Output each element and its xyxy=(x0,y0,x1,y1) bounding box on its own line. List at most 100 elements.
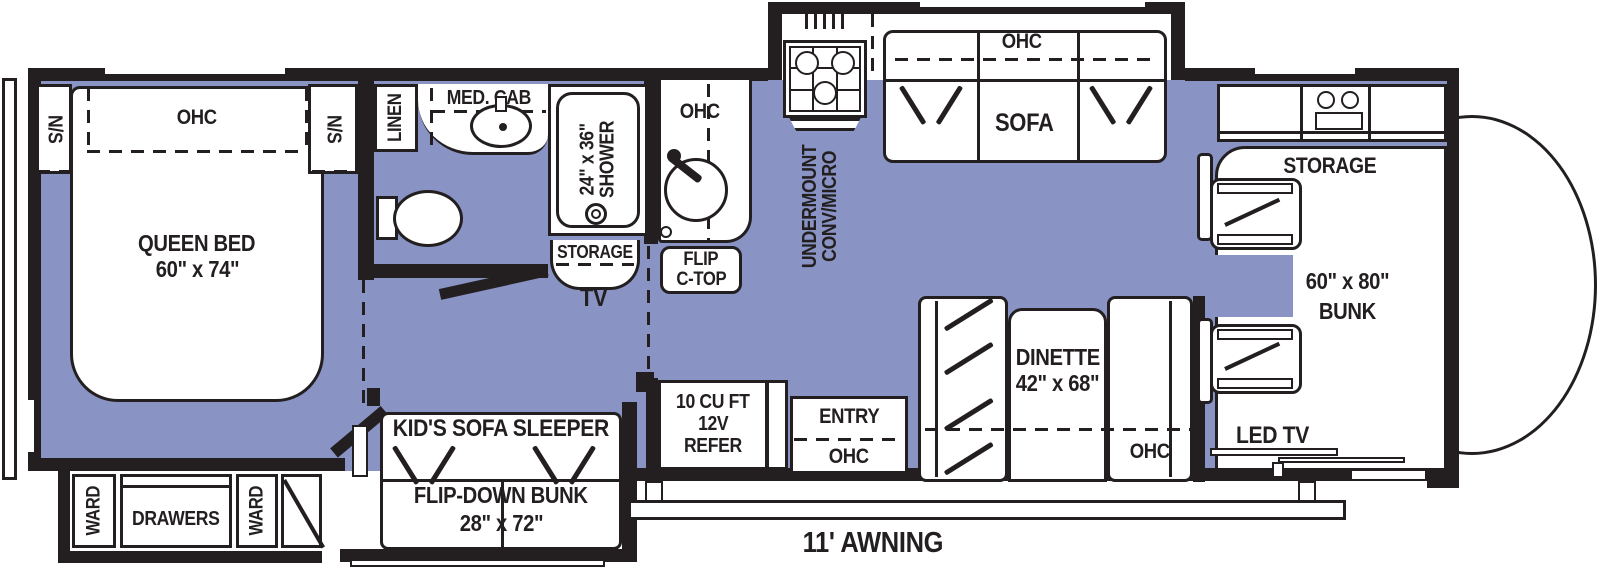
dinette-bench-left xyxy=(918,296,1008,482)
entry-label: ENTRY xyxy=(818,405,880,429)
bunk-label-2: BUNK xyxy=(1318,298,1376,325)
range-grate xyxy=(789,46,861,112)
kids-sofa-label: KID'S SOFA SLEEPER xyxy=(392,414,610,442)
bench-mark-4 xyxy=(943,441,994,476)
front-cabinets xyxy=(1217,84,1447,142)
bench-mark-3 xyxy=(943,397,994,432)
hall-tv xyxy=(352,425,368,477)
rear-bumper xyxy=(2,78,17,480)
driver-armrest-top xyxy=(1217,183,1293,194)
cab-floor-gap xyxy=(1215,255,1293,317)
awning-bar xyxy=(628,500,1346,520)
dinette-ohc-label: OHC xyxy=(1129,440,1171,464)
shower-inner xyxy=(556,92,640,228)
awning-arm-left xyxy=(645,481,663,502)
slideout-wall-right xyxy=(1171,2,1185,80)
dinette-label-1: DINETTE xyxy=(1015,344,1100,371)
drawers-label: DRAWERS xyxy=(132,507,220,530)
bath-drain xyxy=(499,123,507,131)
dinette-bench-right xyxy=(1107,296,1193,482)
bed-ohc-dash-right xyxy=(305,88,308,152)
wall-bottom-bedroom xyxy=(40,458,345,471)
wall-kids-bottom xyxy=(340,549,637,562)
wall-front xyxy=(1447,68,1459,488)
sofa xyxy=(883,30,1167,163)
wall-refer-left xyxy=(646,378,658,470)
bath-storage-label: STORAGE xyxy=(557,241,633,262)
refer-label-3: REFER xyxy=(684,434,742,457)
front-sink-bowl-1 xyxy=(1317,91,1335,109)
cab-front-outline xyxy=(1459,80,1599,520)
front-sink-bowl-2 xyxy=(1341,91,1359,109)
passenger-seat xyxy=(1210,324,1302,394)
wall-bath-left xyxy=(358,80,374,280)
wardrobe-left-label: WARD xyxy=(83,486,105,536)
bunk-label-1: 60" x 80" xyxy=(1305,268,1389,295)
linen-cabinet xyxy=(374,84,418,152)
range-vent-3 xyxy=(823,14,826,29)
slideout-wall-left xyxy=(768,2,782,80)
kitchen-ohc-label: OHC xyxy=(679,100,721,124)
refrigerator xyxy=(658,380,768,470)
entry-cabinet xyxy=(790,396,908,474)
sofa-divider-1 xyxy=(977,33,980,160)
med-cab-label: MED. CAB xyxy=(446,86,532,109)
sofa-label: SOFA xyxy=(994,109,1054,138)
med-cab-dash-left xyxy=(430,88,433,146)
range-grid-v1 xyxy=(812,46,814,112)
flip-countertop xyxy=(660,246,742,294)
range-cooktop xyxy=(783,40,867,118)
kids-slide-step xyxy=(350,559,605,567)
range-grid-h1 xyxy=(789,67,861,69)
tv-label: TV xyxy=(580,284,608,313)
bedroom-ohc-label: OHC xyxy=(176,106,218,130)
bed-ohc-dash-bottom xyxy=(87,150,307,153)
front-cabinet-divider-2 xyxy=(1368,87,1371,139)
led-tv-shelf xyxy=(1278,457,1405,463)
range-front-lip xyxy=(789,118,861,131)
galley-dash xyxy=(647,246,650,372)
bath-storage-dash xyxy=(556,263,634,266)
passenger-armrest-bottom xyxy=(1217,378,1293,389)
passenger-seat-mark xyxy=(1224,341,1281,371)
burner-3 xyxy=(813,81,837,105)
window-top-bedroom xyxy=(105,68,285,74)
wall-top-front xyxy=(1185,68,1459,81)
sofa-ohc-dash xyxy=(895,58,1157,61)
dinette-bench-right-back xyxy=(1169,301,1172,477)
kids-sofa-recliner-marks-right xyxy=(531,440,597,486)
led-tv-mount xyxy=(1272,462,1284,478)
driver-seat-mark xyxy=(1224,197,1281,227)
bed-ohc-dash-left xyxy=(87,88,90,152)
wardrobe-right xyxy=(236,474,278,548)
sofa-ohc-label: OHC xyxy=(1001,30,1043,54)
drawers xyxy=(120,474,232,548)
queen-bed-label-1: QUEEN BED xyxy=(138,230,256,257)
entry-dash xyxy=(794,438,904,441)
ns-left-dash xyxy=(37,170,70,173)
refrigerator-door xyxy=(766,380,788,470)
front-cabinet-divider-1 xyxy=(1300,87,1303,139)
shower-drain-center xyxy=(591,209,601,219)
cab-front-curve xyxy=(1459,115,1597,455)
burner-2 xyxy=(831,51,855,75)
bench-mark-2 xyxy=(943,341,994,376)
window-top-front xyxy=(1255,68,1355,74)
range-grid-v2 xyxy=(836,46,838,112)
sofa-seat-line xyxy=(886,79,1164,82)
nightstand-left-label: N/S xyxy=(43,114,66,144)
queen-bed-label-2: 60" x 74" xyxy=(155,256,239,283)
flip-countertop-label-2: C-TOP xyxy=(676,269,726,291)
refer-label-2: 12V xyxy=(697,412,729,435)
sofa-divider-2 xyxy=(1077,33,1080,160)
dinette-table xyxy=(1008,308,1107,482)
front-storage-label: STORAGE xyxy=(1283,152,1377,178)
dinette-label-2: 42" x 68" xyxy=(1015,370,1100,397)
wall-hall-nub xyxy=(636,372,654,392)
range-vent-2 xyxy=(814,14,817,29)
driver-seat xyxy=(1210,178,1302,250)
wall-ward-bottom xyxy=(58,550,322,563)
kitchen-sink xyxy=(664,158,728,222)
